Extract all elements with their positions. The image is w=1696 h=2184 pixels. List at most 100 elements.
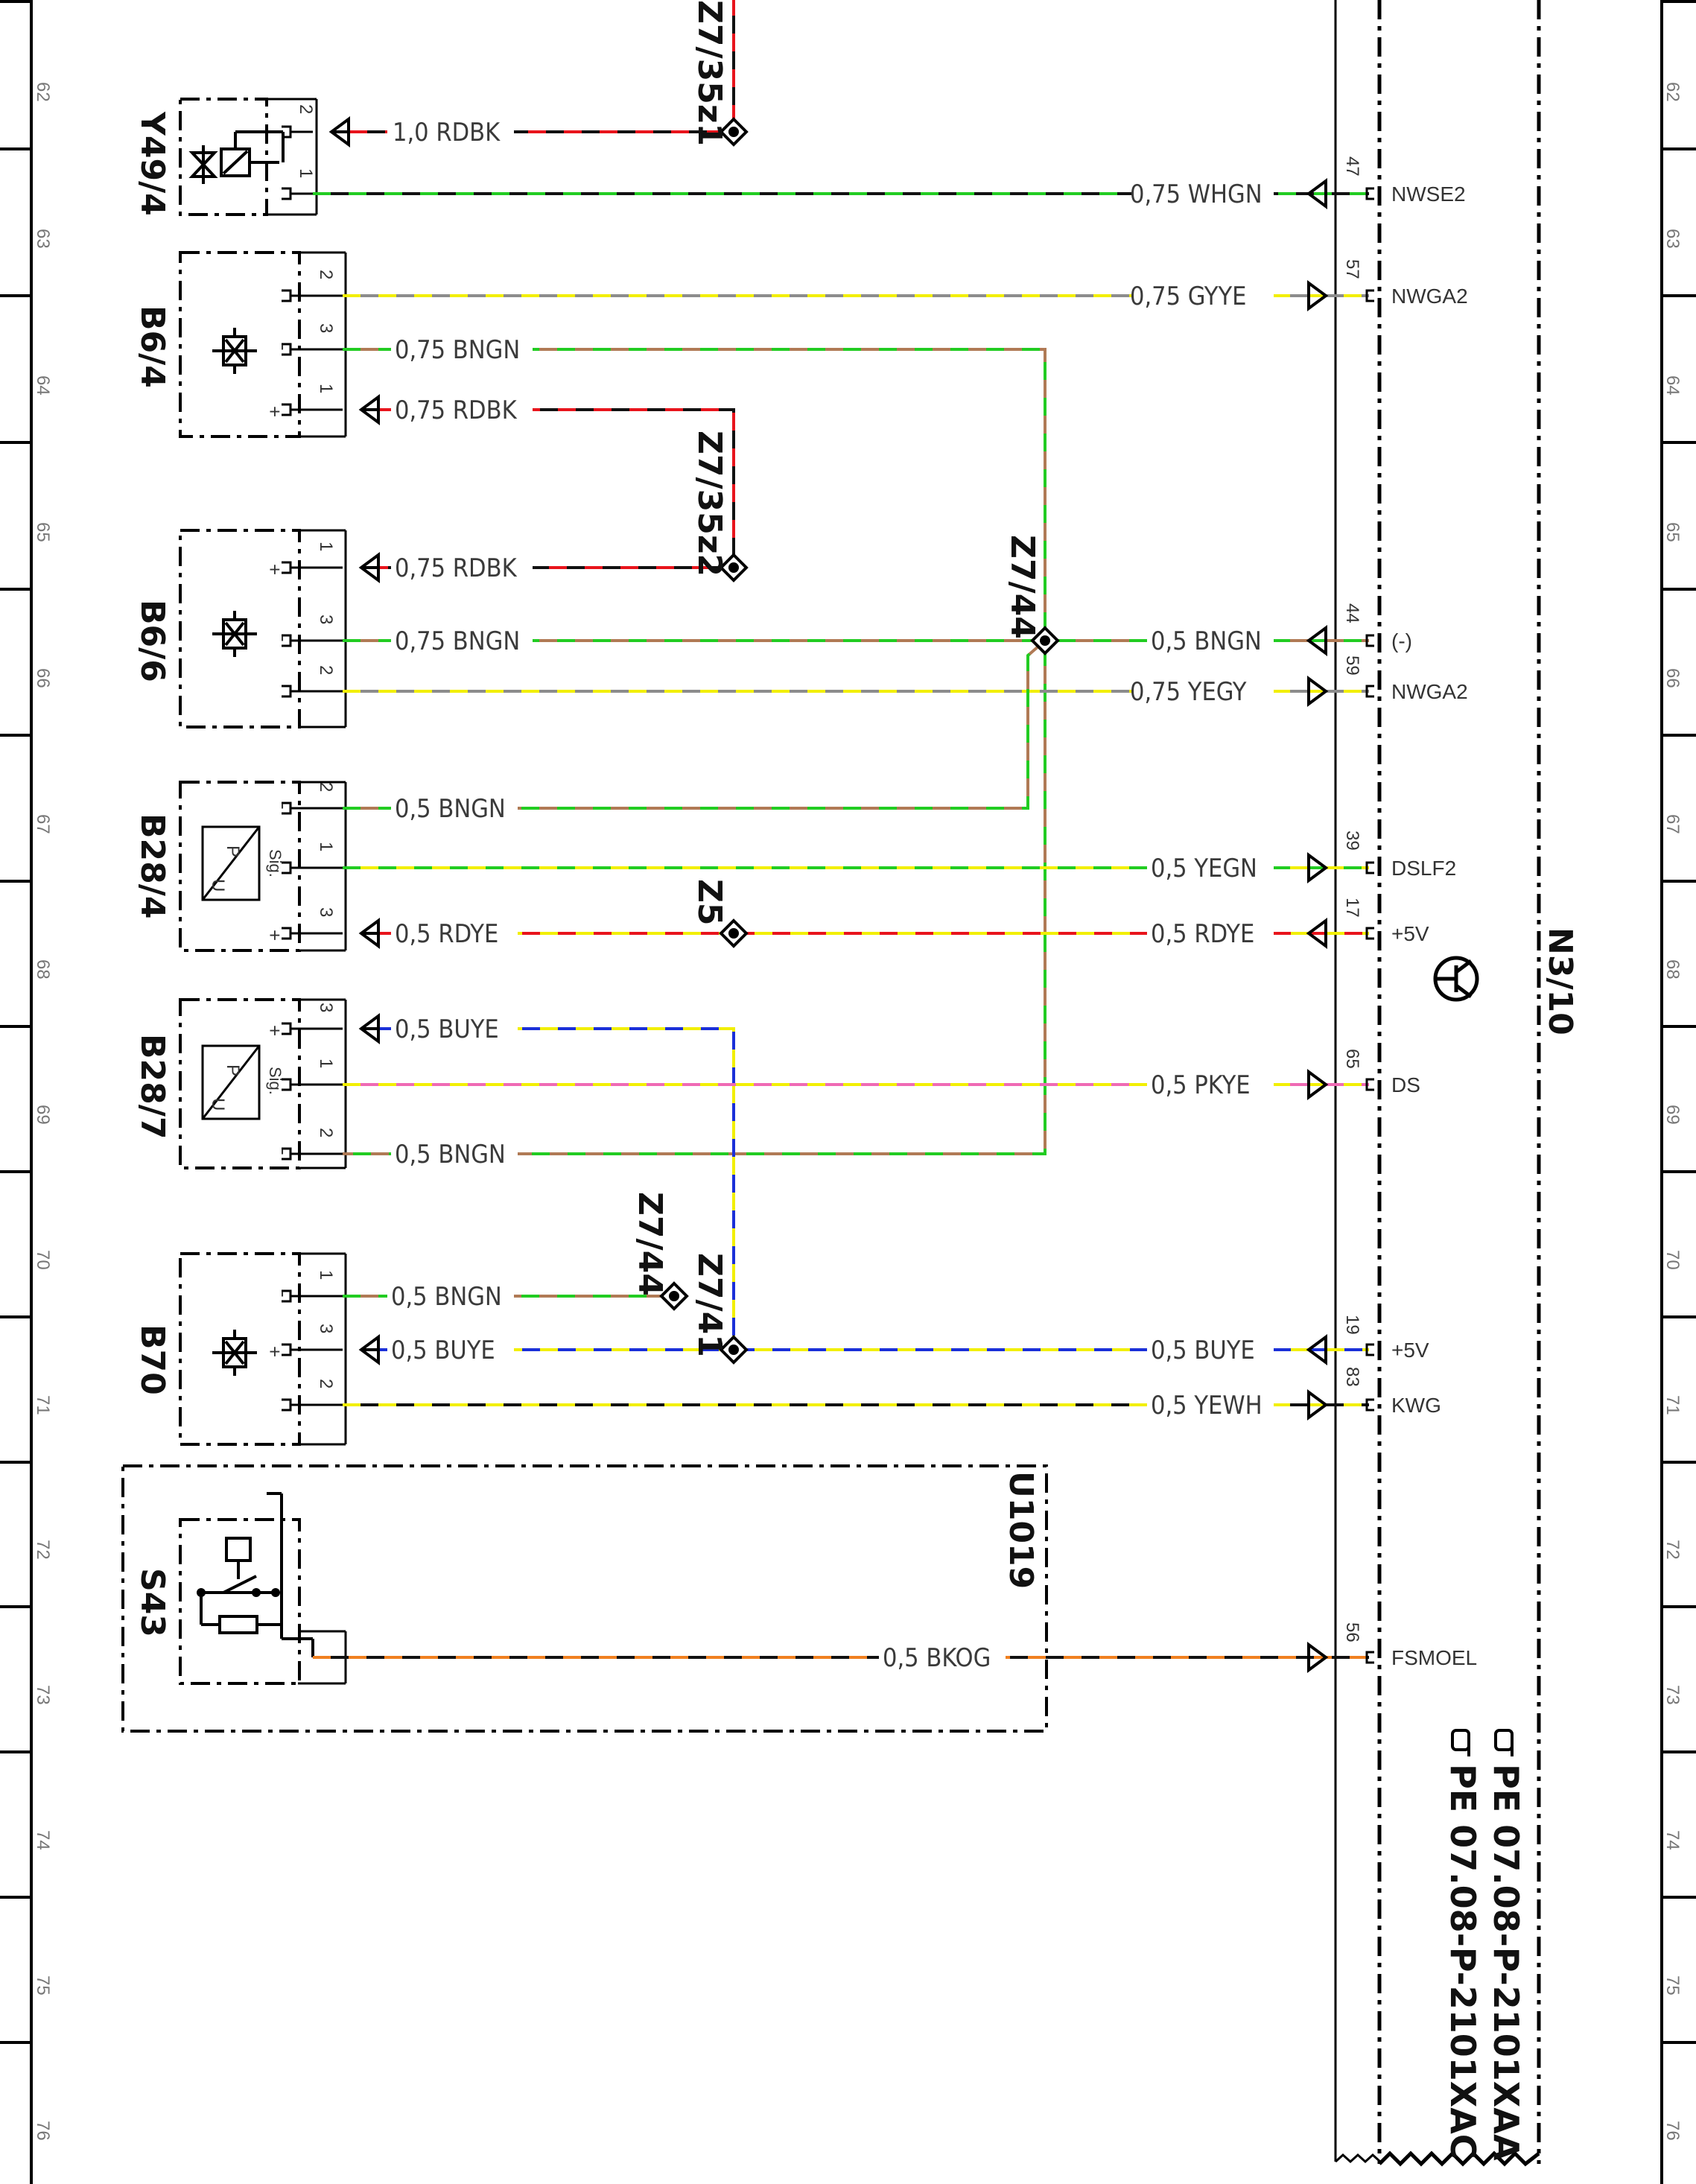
arrow-right-icon [1307, 1642, 1329, 1673]
wire-label-1: 1,0 RDBK [393, 118, 501, 147]
splice-z7-35z1 [719, 117, 749, 147]
z7-35z1-label: Z7/35z1 [690, 0, 728, 146]
z7-35z2-label: Z7/35z2 [690, 431, 728, 577]
wires [313, 0, 1369, 1659]
ecu-pin-65: 65 [1342, 1049, 1362, 1069]
ruler-left-75: 75 [33, 1975, 53, 1996]
ruler-left-66: 66 [33, 668, 53, 688]
wire-label-8: 0,5 BNGN [1151, 626, 1262, 656]
arrow-left-icon [328, 116, 350, 147]
z5-label: Z5 [690, 879, 728, 926]
left-ruler [0, 0, 33, 2184]
wire-label-16: 0,5 BNGN [395, 1140, 506, 1169]
wire-label-18: 0,5 BUYE [391, 1336, 495, 1365]
wire-label-5: 0,75 RDBK [395, 396, 518, 425]
polarity-minus: - [273, 635, 295, 642]
component-terminals [282, 125, 343, 1412]
ecu-signal-fsmoel: FSMOEL [1391, 1646, 1477, 1669]
wire-label-21: 0,5 BKOG [883, 1643, 991, 1673]
splice-z7-44-lower [659, 1281, 689, 1311]
ruler-right-72: 72 [1662, 1540, 1683, 1560]
arrow-left-icon [358, 1334, 380, 1365]
ecu-signal-ds: DS [1391, 1073, 1420, 1096]
ruler-right-64: 64 [1662, 375, 1683, 396]
ecu-pin-44: 44 [1342, 603, 1362, 623]
arrow-right-icon [1307, 676, 1329, 707]
module-u1019: U1019 [121, 1464, 1048, 1733]
polarity-plus: + [264, 1346, 286, 1357]
ref-pe-2101xaa: PE 07.08-P-2101XAA [1486, 1764, 1526, 2161]
ruler-left-68: 68 [33, 959, 53, 980]
wire-bngn-b6-4 [343, 348, 1046, 1155]
pin-b6-6-1: 1 [316, 542, 336, 551]
ecu-pin-59: 59 [1342, 655, 1362, 676]
pointing-hand-icon [1451, 1729, 1514, 1756]
polarity-minus: - [273, 344, 295, 351]
splice-z7-41 [719, 1335, 749, 1365]
splice-z7-35z2 [719, 553, 749, 582]
ruler-right-70: 70 [1662, 1250, 1683, 1270]
pin-b70-2: 2 [316, 1379, 336, 1388]
wire-label-4: 0,75 BNGN [395, 335, 520, 365]
wire-label-19: 0,5 BUYE [1151, 1336, 1255, 1365]
break-line [1334, 2153, 1382, 2164]
b28-7-label: B28/7 [133, 1034, 171, 1139]
ecu-pin-39: 39 [1342, 831, 1362, 851]
n3-10-label: N3/10 [1541, 927, 1579, 1035]
ruler-left-72: 72 [33, 1540, 53, 1560]
pin-b6-4-3: 3 [316, 323, 336, 333]
component-b6-4: B6/4 [133, 251, 347, 438]
wire-rdbk-b6-4 [361, 408, 735, 569]
polarity-plus: + [264, 1025, 286, 1036]
wire-bngn-b28-4-tracer [343, 639, 1046, 810]
pin-y49-4-1: 1 [296, 168, 316, 178]
ruler-right-66: 66 [1662, 668, 1683, 688]
ruler-right-75: 75 [1662, 1975, 1683, 1996]
pin-b28-4-1: 1 [316, 842, 336, 851]
wire-rdbk-1-tracer [331, 0, 735, 133]
ecu-signal-nwga2-b: NWGA2 [1391, 680, 1468, 703]
wire-label-6: 0,75 RDBK [395, 553, 518, 583]
pin-b28-4-3: 3 [316, 907, 336, 917]
pin-b6-6-3: 3 [316, 615, 336, 624]
ruler-right-69: 69 [1662, 1105, 1683, 1125]
y49-4-label: Y49/4 [133, 111, 171, 216]
pin-b6-4-1: 1 [316, 384, 336, 393]
arrows [328, 116, 1329, 1673]
ruler-left-63: 63 [33, 229, 53, 249]
splice-z5 [719, 918, 749, 948]
splice-z7-44-upper [1030, 626, 1060, 655]
polarity-plus: + [264, 930, 286, 941]
pin-b6-4-2: 2 [316, 270, 336, 279]
pin-b28-7-2: 2 [316, 1128, 336, 1137]
ruler-right-65: 65 [1662, 522, 1683, 542]
b70-label: B70 [133, 1324, 171, 1395]
polarity-minus: - [273, 1149, 295, 1155]
ecu-pin-57: 57 [1342, 259, 1362, 279]
sig-label: Sig. [266, 1067, 285, 1095]
wire-label-masks [387, 115, 1274, 1672]
sensor-icon [212, 328, 257, 374]
ecu-pin-47: 47 [1342, 156, 1362, 177]
ecu-signal-kwg: KWG [1391, 1394, 1441, 1417]
ref-pe-2101xac: PE 07.08-P-2101XAC [1443, 1764, 1483, 2159]
component-y49-4: Y49/4 [133, 98, 318, 216]
polarity-minus: - [273, 1291, 295, 1298]
arrow-left-icon [358, 1013, 380, 1044]
polarity-plus: + [264, 564, 286, 575]
wire-label-13: 0,5 RDYE [1151, 919, 1254, 949]
wire-rdbk-b6-4-tracer [361, 408, 735, 569]
arrow-right-icon [1307, 280, 1329, 311]
ruler-left-70: 70 [33, 1250, 53, 1270]
arrow-left-icon [1306, 625, 1327, 656]
arrow-left-icon [1306, 178, 1327, 209]
pin-b70-3: 3 [316, 1324, 336, 1333]
control-unit-n3-10: N3/10 PE 07.08-P-2101XAA PE 07.08-P-2101… [1334, 0, 1579, 2167]
pin-b6-6-2: 2 [316, 665, 336, 675]
wire-label-14: 0,5 BUYE [395, 1015, 499, 1044]
ruler-right-63: 63 [1662, 229, 1683, 249]
right-ruler [1660, 0, 1696, 2184]
ecu-pin-83: 83 [1342, 1367, 1362, 1387]
wire-label-3: 0,75 GYYE [1130, 282, 1247, 311]
sensor-icon [212, 611, 257, 657]
